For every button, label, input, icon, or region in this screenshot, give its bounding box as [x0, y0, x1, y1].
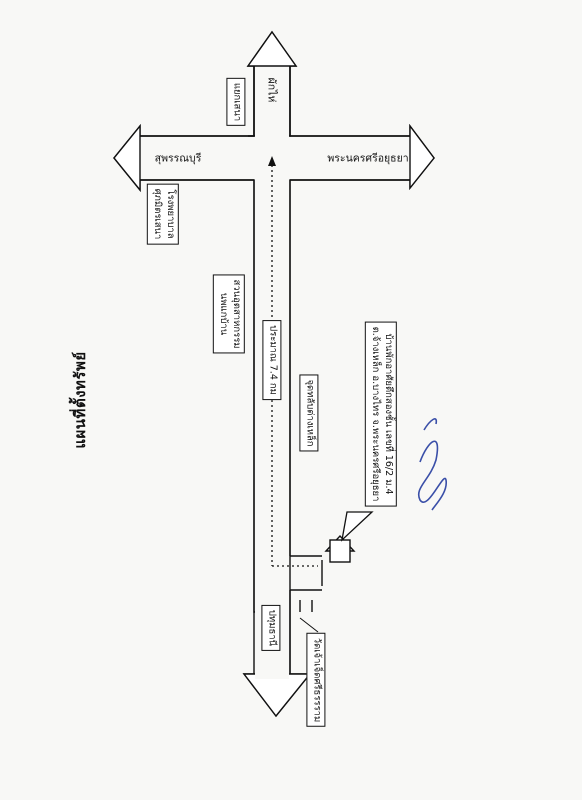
- road-label-north: ผักไห่: [265, 77, 278, 103]
- industrial-park-line1: สวนอุตสาหกรรม: [230, 279, 242, 349]
- property-address-box: บ้านพักอาศัยตึกสองชั้น เลขที่ 16/2 ม.4 ต…: [365, 321, 397, 507]
- south-arrow: [242, 673, 312, 718]
- east-arrow: [409, 123, 435, 190]
- temple-label: วัดเจ้าเจ็ดศรีธรรราม: [306, 632, 326, 728]
- route-arrowhead: [268, 156, 276, 166]
- callout-pointer: [341, 511, 374, 542]
- distance-label: ประมาณ 7.4 กม: [262, 320, 282, 400]
- signature: [417, 418, 447, 511]
- property-address-line1: บ้านพักอาศัยตึกสองชั้น เลขที่ 16/2 ม.4: [382, 333, 394, 495]
- hospital-label-line2: ศุภมิตรเสนา: [152, 188, 163, 240]
- industrial-park-line2: นพแกบ้าน: [218, 292, 229, 336]
- road-label-west: สุพรรณบุรี: [154, 152, 202, 165]
- west-arrow: [113, 124, 141, 192]
- hospital-label: โรงพยาบาล ศุภมิตรเสนา: [147, 183, 179, 245]
- junction-label: แยกเสนา: [226, 77, 246, 127]
- hospital-label-line1: โรงพยาบาล: [164, 189, 176, 239]
- house-icon: [324, 534, 356, 563]
- map-title: แผนที่ตั้งทรัพย์: [71, 351, 89, 449]
- north-arrow: [246, 30, 298, 67]
- road-label-east: พระนครศรีอยุธยา: [327, 152, 409, 165]
- bridge-point-label: จุดทลับต่างเหล็ก: [299, 374, 319, 452]
- road-label-south: ปทุมธานี: [261, 604, 281, 652]
- industrial-park-label: สวนอุตสาหกรรม นพแกบ้าน: [213, 274, 245, 354]
- property-address-line2: ต.จ้างเหล็ก อ.บางไทร จ.พระนครศรีอยุธยา: [370, 326, 381, 502]
